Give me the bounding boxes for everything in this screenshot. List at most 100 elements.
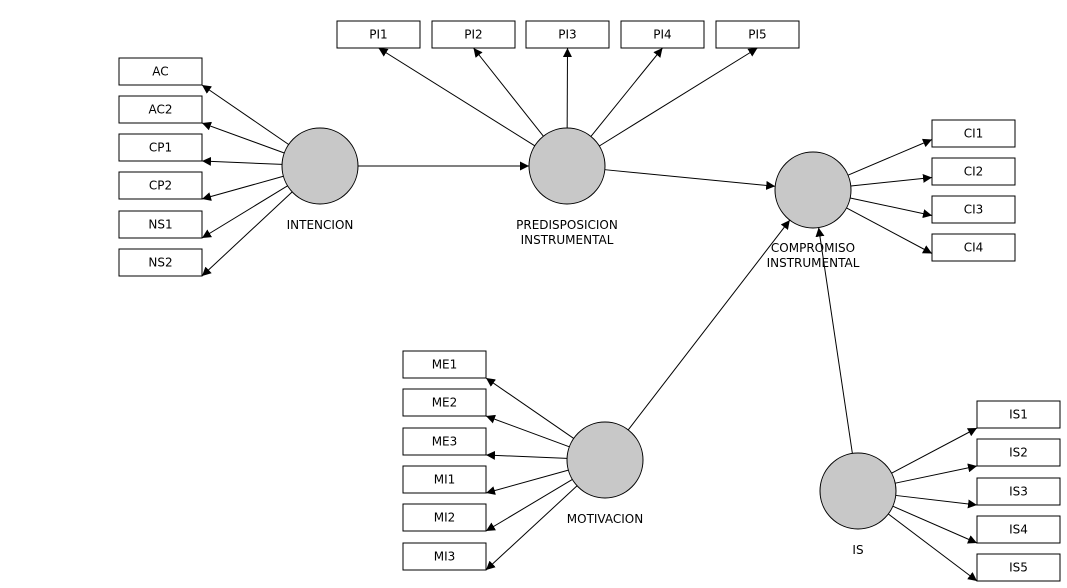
indicator-label: ME1 [432, 358, 458, 372]
indicator-box [976, 477, 1061, 506]
indicator-ci1: CI1 [931, 119, 1016, 148]
measurement-arrow-cp2 [201, 175, 284, 201]
measurement-arrow-ns1 [201, 185, 288, 239]
indicator-is4: IS4 [976, 515, 1061, 544]
indicator-cp1: CP1 [118, 133, 203, 162]
indicator-me1: ME1 [402, 350, 487, 379]
measurement-arrow-is3 [895, 494, 978, 509]
measurement-arrow-pi1 [378, 47, 536, 147]
indicator-label: IS2 [1009, 446, 1028, 460]
measurement-arrow-pi4 [590, 47, 663, 137]
construct-label: COMPROMISO [771, 241, 855, 255]
construct-motivacion: MOTIVACION [566, 421, 644, 526]
measurement-arrow-is5 [888, 513, 978, 582]
indicator-pi1: PI1 [336, 20, 421, 49]
indicator-box [402, 388, 487, 417]
construct-label: INSTRUMENTAL [521, 233, 614, 247]
indicator-mi3: MI3 [402, 542, 487, 571]
construct-intencion: INTENCION [281, 127, 359, 232]
indicator-label: CP2 [149, 179, 172, 193]
indicator-label: PI1 [369, 28, 387, 42]
indicator-box [931, 157, 1016, 186]
indicator-box [620, 20, 705, 49]
measurement-arrow-cp1 [201, 156, 283, 166]
indicator-ns2: NS2 [118, 248, 203, 277]
construct-circle [819, 452, 897, 530]
indicator-me2: ME2 [402, 388, 487, 417]
measurement-arrow-pi5 [599, 47, 758, 147]
measurement-arrow-ci3 [850, 197, 933, 219]
construct-label: IS [852, 543, 863, 557]
construct-circle [774, 151, 852, 229]
indicator-box [931, 119, 1016, 148]
measurement-arrow-is2 [895, 463, 978, 484]
indicator-label: IS1 [1009, 408, 1028, 422]
indicator-box [931, 233, 1016, 262]
indicator-box [525, 20, 610, 49]
indicator-label: CI2 [964, 165, 984, 179]
indicator-label: NS2 [148, 256, 172, 270]
indicator-box [118, 248, 203, 277]
indicator-me3: ME3 [402, 427, 487, 456]
indicator-box [118, 133, 203, 162]
measurement-arrow-ac [201, 84, 289, 145]
measurement-arrow-mi1 [485, 469, 569, 495]
indicator-box [402, 350, 487, 379]
measurement-arrow-mi3 [485, 485, 578, 571]
measurement-arrow-ci4 [846, 207, 933, 254]
indicator-label: CP1 [149, 141, 172, 155]
indicator-is3: IS3 [976, 477, 1061, 506]
indicator-box [118, 95, 203, 124]
indicator-mi1: MI1 [402, 465, 487, 494]
indicator-label: ME3 [432, 435, 458, 449]
indicator-ns1: NS1 [118, 210, 203, 239]
indicator-box [402, 503, 487, 532]
indicator-ac: AC [118, 57, 203, 86]
construct-label: INTENCION [287, 218, 354, 232]
indicator-label: IS3 [1009, 485, 1028, 499]
edges-layer [201, 47, 978, 582]
indicator-label: MI1 [434, 473, 456, 487]
indicator-label: CI3 [964, 203, 984, 217]
indicator-label: PI5 [748, 28, 766, 42]
measurement-arrow-mi2 [485, 479, 573, 532]
indicator-box [976, 438, 1061, 467]
measurement-arrow-ac2 [201, 121, 285, 154]
measurement-arrow-me1 [485, 377, 574, 439]
indicator-box [931, 195, 1016, 224]
indicator-box [976, 553, 1061, 582]
indicator-label: PI3 [558, 28, 576, 42]
measurement-arrow-is4 [892, 505, 978, 544]
indicator-label: AC2 [148, 103, 172, 117]
indicator-ci3: CI3 [931, 195, 1016, 224]
path-arrow-motivacion-to-compromiso [627, 219, 791, 431]
indicator-label: AC [152, 65, 168, 79]
indicator-box [402, 427, 487, 456]
path-arrow-is-to-compromiso [815, 227, 853, 454]
indicator-label: ME2 [432, 396, 458, 410]
measurement-arrow-ci2 [850, 173, 933, 187]
construct-circle [281, 127, 359, 205]
indicator-box [402, 542, 487, 571]
construct-circle [566, 421, 644, 499]
measurement-arrow-is1 [891, 427, 978, 474]
indicator-ci4: CI4 [931, 233, 1016, 262]
construct-label: MOTIVACION [567, 512, 643, 526]
measurement-arrow-me2 [485, 414, 570, 448]
indicator-label: MI2 [434, 511, 456, 525]
indicator-pi4: PI4 [620, 20, 705, 49]
indicator-box [118, 171, 203, 200]
indicator-box [715, 20, 800, 49]
construct-label: PREDISPOSICION [516, 218, 618, 232]
construct-is: IS [819, 452, 897, 557]
indicator-box [336, 20, 421, 49]
indicator-box [976, 515, 1061, 544]
indicator-is5: IS5 [976, 553, 1061, 582]
indicator-label: CI4 [964, 241, 984, 255]
indicator-ci2: CI2 [931, 157, 1016, 186]
indicator-box [402, 465, 487, 494]
